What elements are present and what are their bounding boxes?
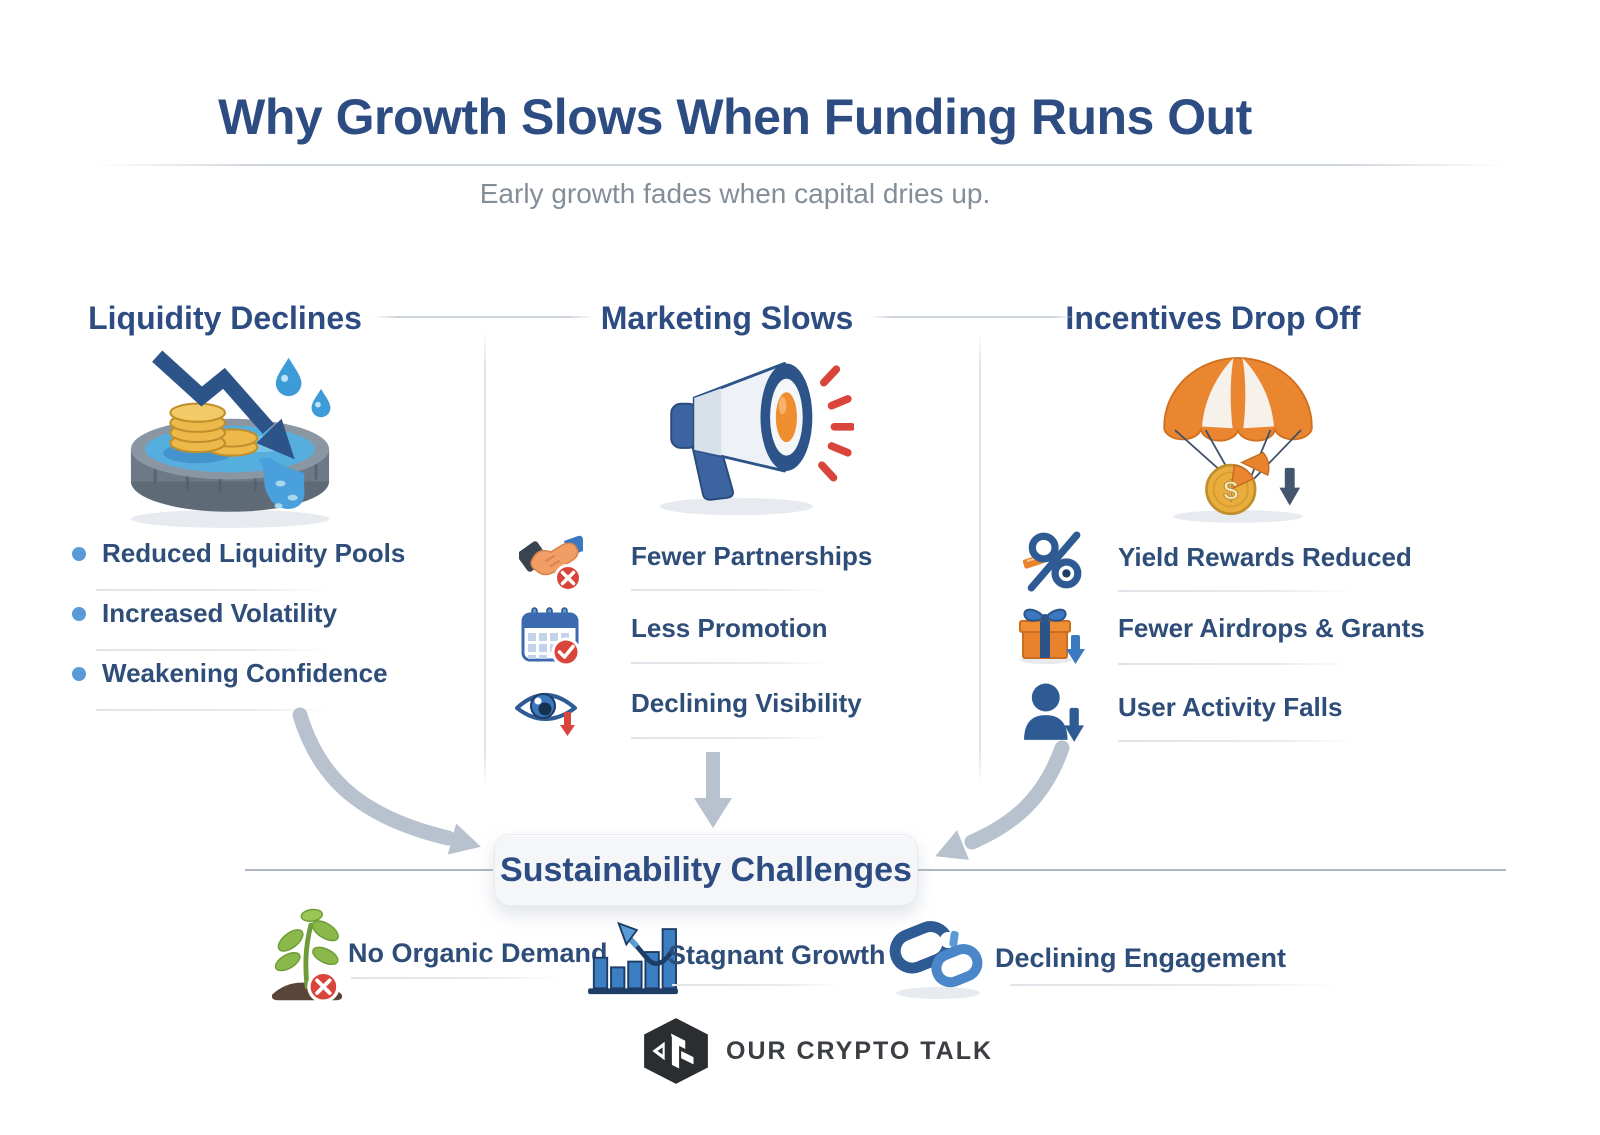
result-underline <box>672 984 842 986</box>
list-item-label: Yield Rewards Reduced <box>1118 542 1412 572</box>
list-item: Increased Volatility <box>72 597 412 629</box>
list-item-label: Increased Volatility <box>102 598 338 628</box>
item-underline <box>1118 663 1356 665</box>
heading-connector-line-2 <box>868 316 1076 318</box>
list-item-label: User Activity Falls <box>1118 692 1343 722</box>
stagnant-chart-icon <box>588 921 678 995</box>
item-underline <box>96 649 332 651</box>
broken-chain-icon <box>889 921 983 999</box>
list-item-label: Fewer Partnerships <box>631 541 873 571</box>
item-underline <box>631 662 831 664</box>
result-underline <box>1010 984 1340 986</box>
column-heading-incentives: Incentives Drop Off <box>1065 300 1361 336</box>
item-underline <box>631 589 831 591</box>
bullet-dot-icon <box>72 547 86 561</box>
outcome-line-right <box>914 869 1506 871</box>
list-item-label: Declining Visibility <box>631 688 862 718</box>
page-title: Why Growth Slows When Funding Runs Out <box>218 89 1252 145</box>
list-item: Reduced Liquidity Pools <box>72 537 412 569</box>
column-heading-marketing: Marketing Slows <box>600 300 854 336</box>
result-label: No Organic Demand <box>348 938 608 968</box>
curved-arrow-right <box>964 740 1070 850</box>
page-subtitle: Early growth fades when capital dries up… <box>479 178 991 209</box>
liquidity-pool-icon <box>130 350 331 528</box>
result-label: Stagnant Growth <box>668 940 886 970</box>
down-arrow-middle <box>706 752 720 798</box>
list-item-label: Weakening Confidence <box>102 658 388 688</box>
brand-name: OUR CRYPTO TALK <box>726 1037 994 1065</box>
heading-connector-line-1 <box>372 316 594 318</box>
handshake-cancelled-icon <box>519 535 583 592</box>
percent-reduced-icon <box>1022 531 1082 592</box>
result-underline <box>351 977 561 979</box>
outcome-box: Sustainability Challenges <box>494 834 918 906</box>
outcome-label: Sustainability Challenges <box>500 850 912 889</box>
column-heading-liquidity: Liquidity Declines <box>88 300 362 336</box>
curved-arrow-left <box>292 707 456 846</box>
list-item: Weakening Confidence <box>72 657 412 689</box>
hexagon-ct-logo <box>644 1018 708 1084</box>
gift-declining-icon <box>1019 608 1085 664</box>
outcome-line-left <box>245 869 493 871</box>
megaphone-icon <box>659 362 854 516</box>
list-item-label: Fewer Airdrops & Grants <box>1118 613 1425 643</box>
item-underline <box>1118 590 1356 592</box>
column-divider-2 <box>979 332 981 784</box>
calendar-check-icon <box>521 607 581 666</box>
title-divider <box>95 164 1505 166</box>
item-underline <box>96 589 332 591</box>
list-item-label: Reduced Liquidity Pools <box>102 538 406 568</box>
eye-declining-icon <box>515 693 577 736</box>
bullet-dot-icon <box>72 667 86 681</box>
result-label: Declining Engagement <box>995 943 1287 973</box>
plant-no-growth-icon <box>271 908 343 1003</box>
column-divider-1 <box>484 330 486 788</box>
svg-text:$: $ <box>1223 475 1238 505</box>
item-underline <box>631 737 831 739</box>
item-underline <box>1118 740 1356 742</box>
list-item-label: Less Promotion <box>631 613 828 643</box>
bullet-dot-icon <box>72 607 86 621</box>
item-underline <box>96 709 332 711</box>
parachute-coin-icon: $ <box>1163 357 1313 523</box>
user-declining-icon <box>1024 683 1084 742</box>
